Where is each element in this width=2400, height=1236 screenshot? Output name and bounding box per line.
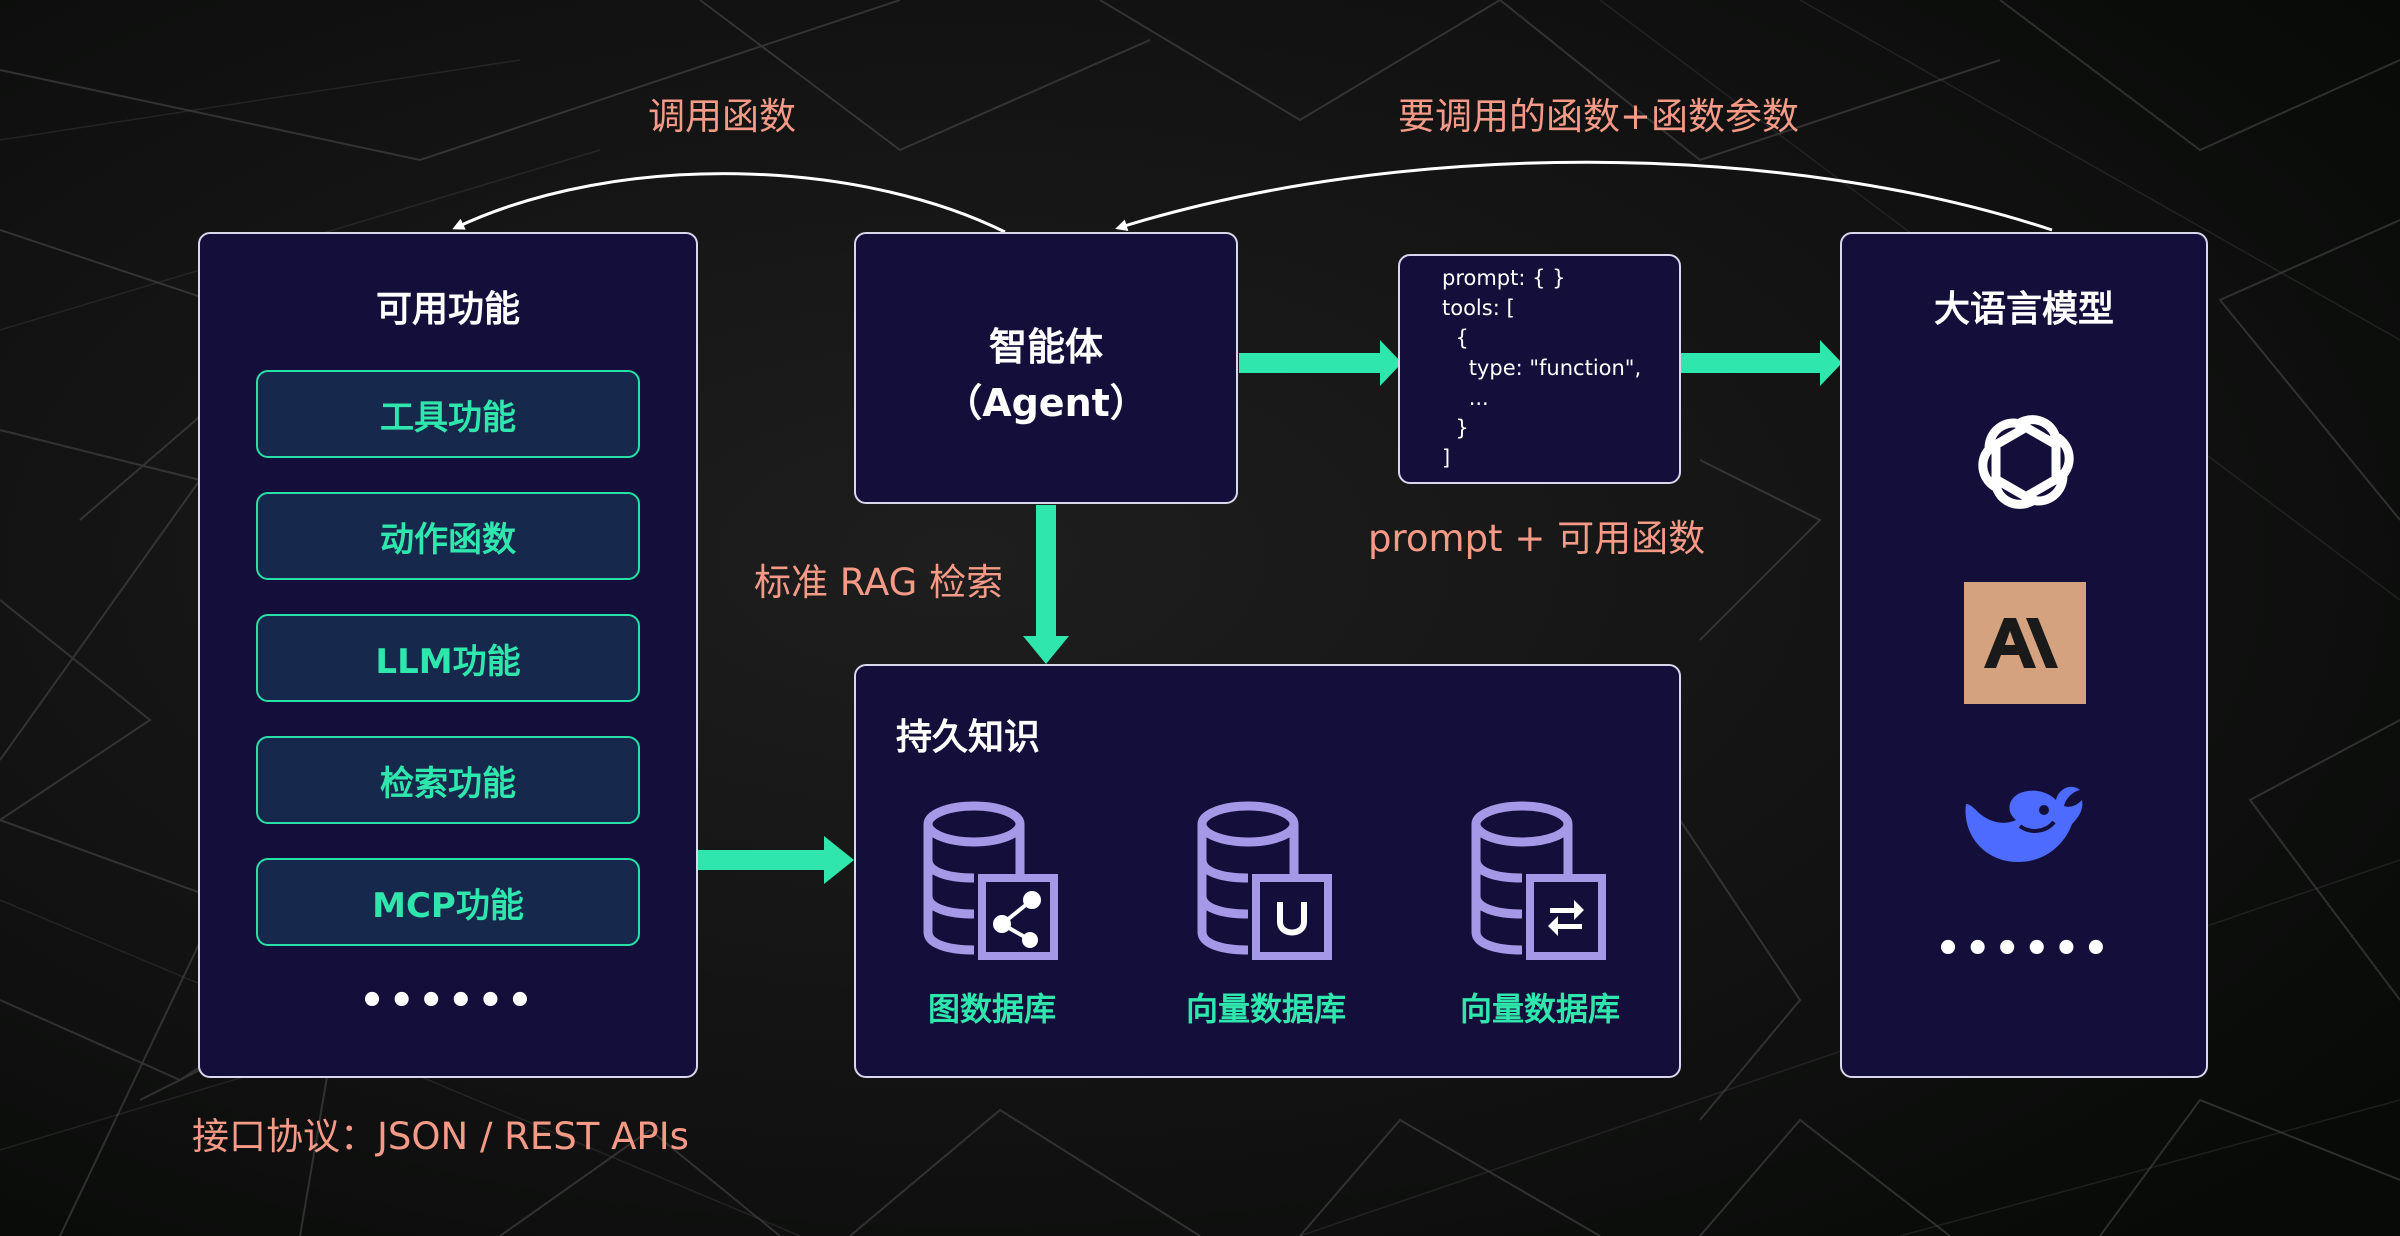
code-line: { [1442,326,1469,350]
functions-panel: 可用功能 工具功能 动作函数 LLM功能 检索功能 MCP功能 •••••• [198,232,698,1078]
arrow-agent-to-knowledge [1023,505,1069,664]
code-line: } [1442,416,1469,440]
code-line: type: "function", [1442,356,1642,380]
prompt-plus-functions-label: prompt + 可用函数 [1368,517,1706,560]
vector-database-icon [1197,801,1332,960]
llm-more-dots: •••••• [1935,926,2113,972]
function-item-mcp[interactable]: MCP功能 [256,858,640,946]
code-line: tools: [ [1442,296,1515,320]
knowledge-panel-title: 持久知识 [896,717,1041,758]
function-and-params-label: 要调用的函数+函数参数 [1398,95,1800,138]
code-line: ] [1442,446,1451,470]
arrow-llm-to-agent [1115,160,2053,232]
anthropic-icon [1964,582,2086,704]
code-line: ... [1442,386,1489,410]
graph-database-icon [923,801,1058,960]
llm-panel-title: 大语言模型 [1933,289,2114,330]
agent-box[interactable]: 智能体 （Agent） [854,232,1238,504]
database-label: 向量数据库 [1185,990,1346,1028]
functions-panel-title: 可用功能 [375,289,520,330]
call-function-label: 调用函数 [648,95,796,138]
knowledge-panel: 持久知识 图数据库 向量数据库 [854,664,1681,1078]
exchange-database-icon [1471,801,1606,960]
request-code-box: prompt: { } tools: [ { type: "function",… [1398,254,1681,484]
code-line: prompt: { } [1442,266,1566,290]
database-label: 图数据库 [927,990,1056,1028]
deepseek-icon [1965,786,2083,862]
arrow-agent-to-functions [452,172,1006,234]
llm-panel: 大语言模型 •••••• [1840,232,2208,1078]
function-item-llm[interactable]: LLM功能 [256,614,640,702]
agent-english-name: （Agent） [944,381,1148,425]
rag-search-label: 标准 RAG 检索 [754,561,1004,604]
arrow-agent-to-request [1239,340,1402,386]
arrow-functions-to-knowledge [697,836,854,884]
openai-icon [1978,415,2074,509]
interface-protocol-label: 接口协议：JSON / REST APIs [192,1115,689,1158]
functions-more-dots: •••••• [359,978,537,1024]
function-item-actions[interactable]: 动作函数 [256,492,640,580]
function-item-retrieval[interactable]: 检索功能 [256,736,640,824]
function-item-tools[interactable]: 工具功能 [256,370,640,458]
arrow-request-to-llm [1680,340,1842,386]
database-label: 向量数据库 [1459,990,1620,1028]
agent-name: 智能体 [988,325,1103,369]
